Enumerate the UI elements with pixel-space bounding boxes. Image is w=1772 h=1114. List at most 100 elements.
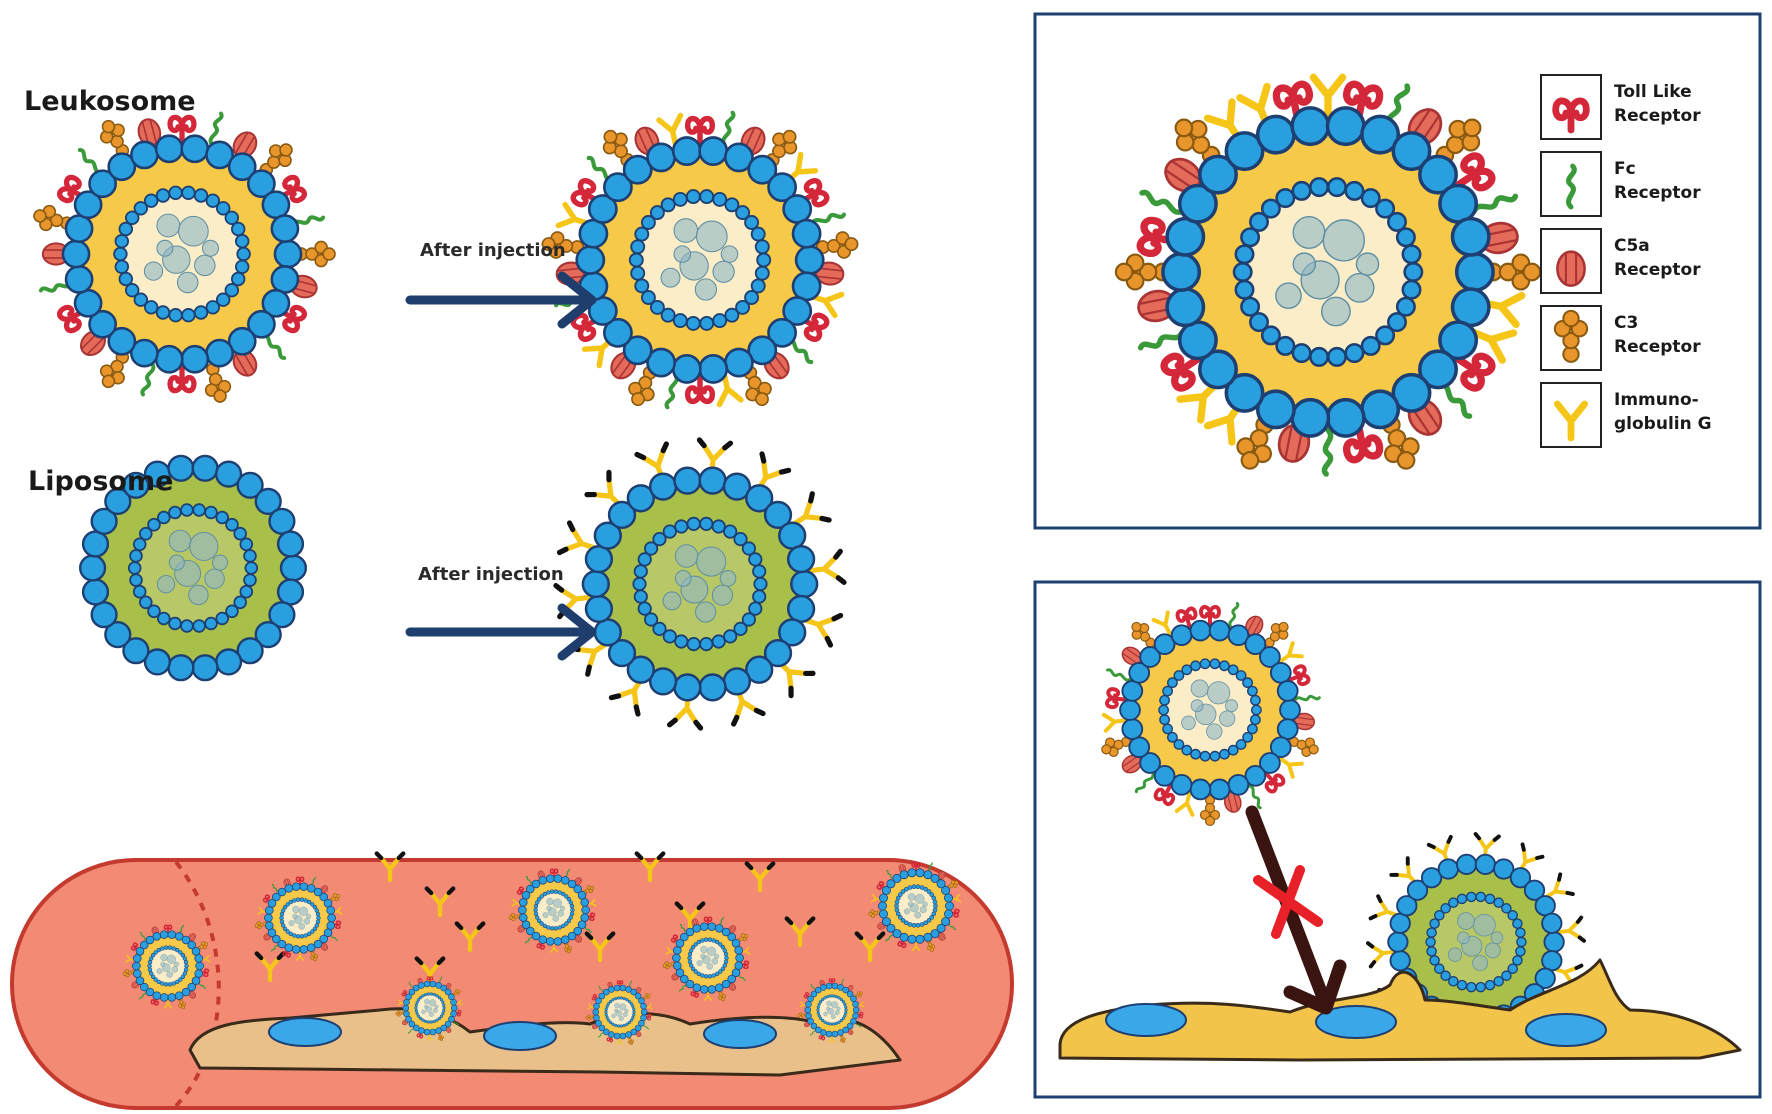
inner-lipid-bead [904,920,909,926]
cargo-bubble [429,999,437,1007]
immunoglobulin-g-icon [426,1033,434,1041]
inner-lipid-bead [898,915,903,920]
inner-lipid-bead [826,994,830,999]
cargo-bubble [428,1012,434,1017]
immunoglobulin-g-icon [1278,641,1304,664]
surface-molecule [516,886,526,895]
cargo-bubble [706,963,713,970]
surface-molecule [1174,791,1195,817]
lipid-bead [1279,699,1301,721]
lipid-bead [778,618,807,647]
inner-lipid-bead [239,584,254,599]
inner-lipid-bead [696,971,701,977]
inner-lipid-bead [652,531,667,547]
lipid-bead [291,882,301,891]
lipid-bead [140,940,149,950]
lipid-bead [531,879,541,889]
toll-like-receptor-icon [799,178,830,208]
surface-molecule [911,862,921,871]
c3-receptor-icon [1174,118,1221,165]
inner-lipid-bead [557,925,562,930]
toll-like-receptor-icon [690,989,700,998]
inner-lipid-bead [1190,660,1201,672]
blood-vessel [10,851,1014,1110]
inner-lipid-bead [1173,739,1185,750]
lipid-bead [270,265,300,294]
lipid-bead [944,901,955,911]
surface-molecule [628,365,657,407]
lipid-bead [630,988,637,996]
inner-lipid-bead [1219,660,1230,672]
inner-lipid-bead [703,974,709,979]
surface-molecule [541,231,585,259]
fc-receptor-icon [679,983,687,992]
lipid-bead [727,932,736,942]
surface-molecule [1470,328,1518,364]
inner-lipid-bead [1260,325,1281,346]
inner-lipid-bead [844,1011,848,1015]
immunoglobulin-g-icon [1518,842,1545,873]
inner-lipid-bead [841,1000,846,1004]
toll-like-receptor-icon [1136,216,1177,257]
inner-lipid-bead [895,895,901,901]
lipid-bead [1269,736,1292,759]
liposome-title: Liposome [28,466,174,497]
lipid-bead [159,930,169,939]
lipid-bead [1391,372,1432,413]
legend-label-line2: Receptor [1614,183,1701,203]
cargo-bubble [1322,219,1366,262]
fc-receptor-icon [271,943,279,952]
cargo-bubble [424,1004,429,1009]
cargo-bubble [1457,931,1470,945]
toll-like-receptor-icon [818,1033,826,1041]
inner-lipid-bead [441,1012,445,1016]
fc-receptor-icon [407,1027,414,1034]
lipid-bead [1534,967,1556,989]
lipid-bead [1455,853,1478,876]
lipid-bead [1208,778,1231,801]
toll-like-receptor-icon [167,114,197,143]
inner-lipid-bead [143,193,159,208]
inner-lipid-bead [631,1004,635,1008]
surface-molecule [828,978,836,985]
lipid-bead [767,172,798,203]
inner-lipid-bead [926,918,932,923]
surface-molecule [1389,856,1419,885]
inner-lipid-bead [919,885,925,890]
legend-label-line1: Toll Like [1614,82,1692,102]
surface-molecule [1343,423,1384,464]
lipid-bead [450,998,457,1006]
inner-lipid-bead [205,300,221,315]
inner-lipid-bead [533,907,538,913]
inner-lipid-bead [711,634,726,649]
c5a-receptor-icon [445,1026,452,1033]
inner-lipid-bead [660,197,676,213]
lipid-bead [440,1024,447,1032]
cargo-bubble [614,1008,619,1013]
inner-lipid-bead [215,292,231,307]
inner-lipid-bead [1309,177,1330,198]
lipid-bead [943,909,954,919]
inner-lipid-bead [894,903,899,909]
lipid-bead [1418,349,1458,390]
inner-lipid-bead [1235,670,1247,681]
inner-lipid-bead [907,922,913,927]
lipid-bead [640,1002,647,1010]
inner-lipid-bead [149,971,154,976]
cargo-bubble [662,591,682,611]
immunoglobulin-g-icon [704,991,712,1001]
fc-receptor-icon [886,869,894,880]
cargo-bubble [156,575,176,594]
surface-molecule [1483,253,1542,291]
inner-lipid-bead [608,1020,613,1025]
inner-lipid-bead [178,977,183,982]
inner-lipid-bead [817,1002,821,1006]
inner-lipid-bead [536,918,542,923]
cell-nucleus [1105,1003,1187,1037]
inner-lipid-bead [147,604,161,619]
inner-lipid-bead [1387,312,1407,333]
immunoglobulin-g-icon [803,612,844,648]
lipid-bead [1153,633,1176,656]
lipid-bead [671,136,702,167]
inner-lipid-bead [1434,910,1445,921]
